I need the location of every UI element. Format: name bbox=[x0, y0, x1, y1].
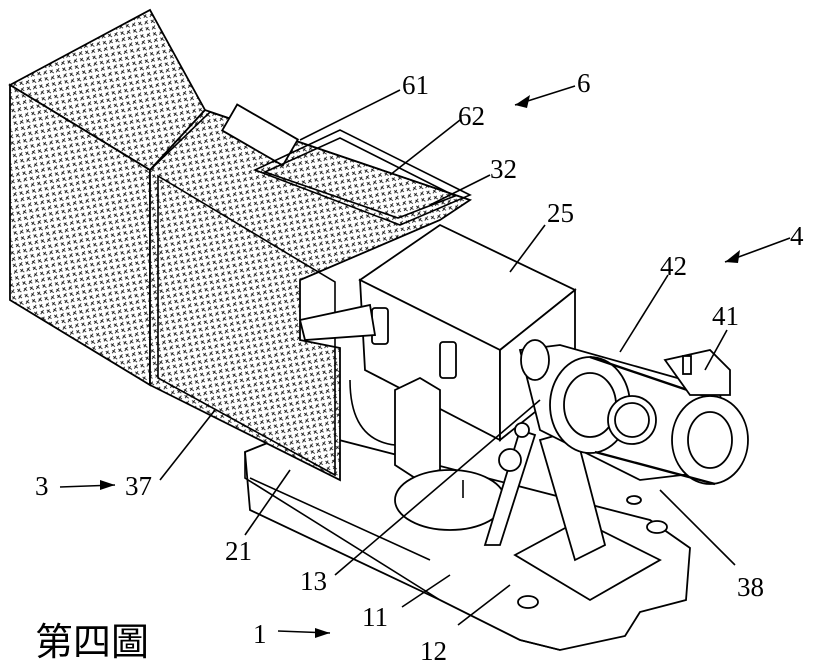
label-21: 21 bbox=[225, 536, 252, 566]
label-41: 41 bbox=[712, 301, 739, 331]
label-4: 4 bbox=[790, 221, 804, 251]
leader-lines bbox=[59, 85, 791, 634]
label-37: 37 bbox=[125, 471, 152, 501]
tray bbox=[394, 469, 506, 531]
label-61: 61 bbox=[402, 70, 429, 100]
label-32: 32 bbox=[490, 154, 517, 184]
label-11: 11 bbox=[362, 602, 388, 632]
label-3: 3 bbox=[35, 471, 49, 501]
label-62: 62 bbox=[458, 101, 485, 131]
motor-assembly bbox=[518, 339, 749, 486]
figure-caption: 第四圖 bbox=[35, 620, 149, 664]
reference-numerals: 61 6 62 32 25 4 42 41 3 37 21 13 11 1 12… bbox=[35, 68, 804, 666]
label-13: 13 bbox=[300, 566, 327, 596]
label-38: 38 bbox=[737, 572, 764, 602]
arrowheads bbox=[100, 95, 740, 638]
label-25: 25 bbox=[547, 198, 574, 228]
label-42: 42 bbox=[660, 251, 687, 281]
label-12: 12 bbox=[420, 636, 447, 666]
support-stand bbox=[483, 422, 662, 602]
label-6: 6 bbox=[577, 68, 591, 98]
label-1: 1 bbox=[253, 619, 267, 649]
mesh-enclosure bbox=[8, 8, 473, 482]
